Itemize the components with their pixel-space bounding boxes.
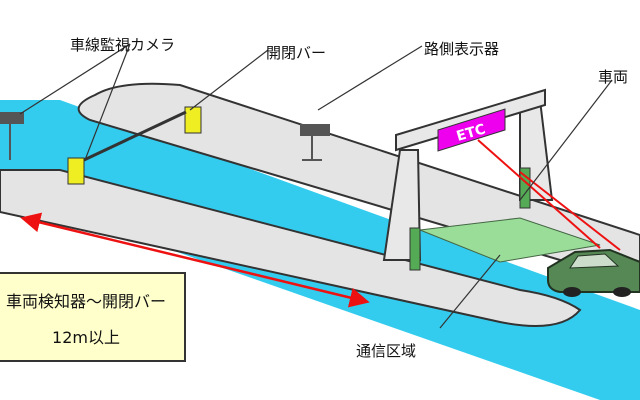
detector-beam-a: [477, 139, 601, 249]
detector-beam-b: [519, 171, 621, 251]
info-line-2: 12m以上: [52, 328, 120, 347]
etc-sign-text: ETC: [455, 121, 488, 144]
leader-lines: [19, 43, 613, 329]
camera-far: [300, 124, 330, 161]
info-line-1: 車両検知器～開閉バー: [5, 292, 166, 311]
bar-box-far: [184, 106, 202, 134]
label-roadside-display: 路側表示器: [424, 40, 500, 58]
etc-sign: [437, 108, 506, 152]
distance-info-box: 車両検知器～開閉バー 12m以上: [0, 272, 186, 362]
label-camera: 車線監視カメラ: [70, 36, 176, 54]
label-bar: 開閉バー: [266, 44, 327, 62]
range-arrow: [20, 212, 370, 308]
comm-zone: [419, 217, 601, 263]
label-comm-zone: 通信区域: [356, 342, 417, 360]
camera-near: [0, 112, 24, 160]
detector-post-far: [519, 167, 531, 209]
detector-post-near: [409, 227, 421, 271]
bar-box-near: [67, 157, 85, 185]
car: [547, 248, 640, 297]
bar-arm: [83, 110, 187, 162]
label-vehicle-detector: 車両: [598, 68, 629, 86]
